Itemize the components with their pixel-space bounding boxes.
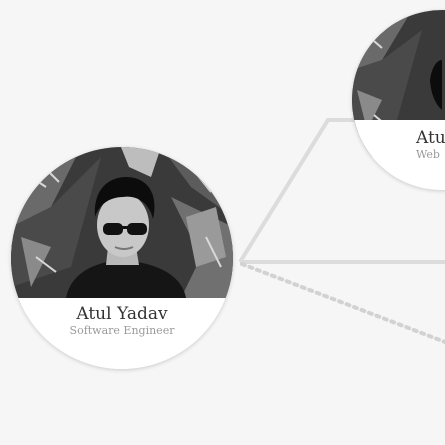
connector-to-peer (238, 118, 360, 264)
profile-node-atul-yadav[interactable]: Atul Yadav Software Engineer (11, 147, 233, 369)
profile-caption: Atul Yadav Software Engineer (11, 298, 233, 369)
peer-profile-name: Atu (416, 128, 445, 148)
peer-profile-caption: Atu Web (352, 120, 445, 190)
profile-node-peer[interactable]: Atu Web (352, 10, 445, 190)
connector-dotted (240, 262, 445, 344)
profile-name: Atul Yadav (76, 304, 168, 324)
peer-profile-title: Web (416, 148, 440, 162)
profile-title: Software Engineer (69, 324, 175, 338)
profile-photo (11, 147, 233, 298)
